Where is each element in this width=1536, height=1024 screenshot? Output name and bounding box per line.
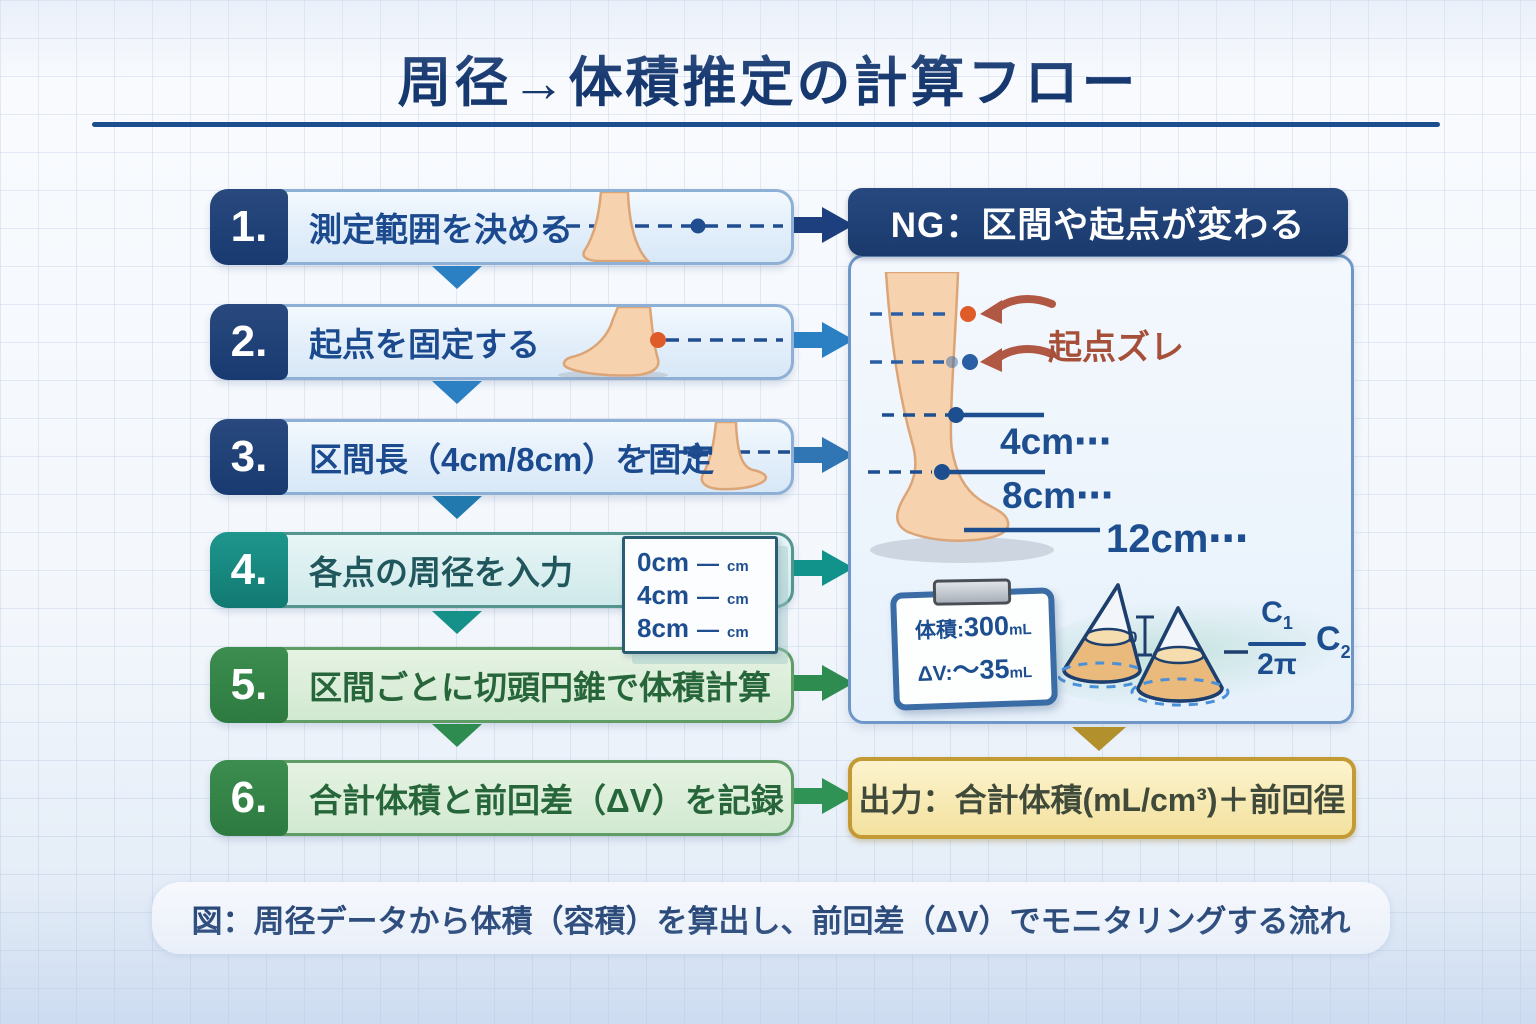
row-position: 4cm bbox=[637, 579, 690, 610]
shift-arrow-1 bbox=[980, 300, 1002, 324]
step-2-number: 2. bbox=[210, 304, 288, 380]
right-arrow-3 bbox=[794, 437, 854, 473]
right-arrow-6 bbox=[794, 778, 854, 814]
step-1-number: 1. bbox=[210, 189, 288, 265]
flow-down-arrow-4 bbox=[432, 611, 482, 634]
step-6-number: 6. bbox=[210, 760, 288, 836]
step-5-label: 区間ごとに切頭円錐で体積計算 bbox=[309, 669, 771, 706]
delta-value: 〜35 bbox=[951, 653, 1010, 686]
volume-label: 体積: bbox=[914, 617, 965, 643]
right-arrow-4 bbox=[794, 550, 854, 586]
volume-value: 300 bbox=[963, 610, 1010, 642]
heel-interval-illustration bbox=[638, 422, 793, 491]
shift-arrow-2 bbox=[980, 348, 1002, 372]
formula-c2: C2 bbox=[1316, 620, 1351, 662]
step-3-label: 区間長（4cm/8cm）を固定 bbox=[309, 441, 715, 478]
circumference-formula: C1 2π C2 bbox=[1248, 596, 1351, 682]
step-3-number: 3. bbox=[210, 419, 288, 495]
formula-denominator: 2π bbox=[1257, 648, 1297, 681]
leg-measurement-illustration bbox=[868, 272, 1100, 563]
shifted-origin-dot bbox=[960, 306, 976, 322]
fraction-bar bbox=[1248, 642, 1306, 646]
correct-origin-dot bbox=[962, 354, 978, 370]
step-1-label: 測定範囲を決める bbox=[309, 211, 573, 248]
step-4-label: 各点の周径を入力 bbox=[309, 554, 573, 591]
step-3: 3. 区間長（4cm/8cm）を固定 bbox=[210, 419, 794, 495]
origin-point-dot bbox=[650, 332, 666, 348]
input-row-8cm: 8cm — cm bbox=[637, 613, 775, 644]
right-arrow-5 bbox=[794, 665, 854, 701]
clipboard-clip bbox=[932, 578, 1012, 606]
input-row-0cm: 0cm — cm bbox=[637, 547, 775, 578]
measurement-12cm: 12cm⋯ bbox=[1106, 517, 1249, 561]
row-position: 0cm bbox=[637, 546, 690, 577]
delta-label: ΔV: bbox=[917, 661, 953, 686]
interval-point-dot bbox=[689, 445, 703, 459]
measure-point-dot bbox=[690, 218, 706, 234]
input-row-4cm: 4cm — cm bbox=[637, 580, 775, 611]
figure-caption: 図：周径データから体積（容積）を算出し、前回差（ΔV）でモニタリングする流れ bbox=[152, 882, 1390, 954]
row-position: 8cm bbox=[637, 612, 690, 643]
row-unit: cm bbox=[727, 590, 749, 608]
flow-down-arrow-5 bbox=[432, 724, 482, 747]
circumference-input-card: 0cm — cm 4cm — cm 8cm — cm bbox=[622, 536, 778, 654]
measurement-4cm: 4cm⋯ bbox=[1000, 421, 1112, 462]
ng-panel-header: NG：区間や起点が変わる bbox=[848, 188, 1348, 256]
row-blank: — bbox=[697, 583, 720, 609]
page-title: 周径→体積推定の計算フロー bbox=[397, 53, 1139, 113]
ankle-range-illustration bbox=[543, 192, 783, 262]
step-4-number: 4. bbox=[210, 532, 288, 608]
formula-numerator: C1 bbox=[1261, 596, 1293, 633]
volume-unit: mL bbox=[1008, 620, 1032, 639]
height-zero-label: 0 bbox=[1128, 628, 1138, 647]
title-divider bbox=[92, 122, 1440, 127]
right-arrow-1 bbox=[794, 207, 854, 243]
right-arrow-2 bbox=[794, 322, 854, 358]
step-6-label: 合計体積と前回差（ΔV）を記録 bbox=[309, 782, 784, 819]
delta-unit: mL bbox=[1009, 663, 1033, 682]
step-1: 1. 測定範囲を決める bbox=[210, 189, 794, 265]
row-blank: — bbox=[697, 550, 720, 576]
clipboard-volume-line: 体積: 300 mL bbox=[914, 609, 1032, 644]
row-blank: — bbox=[697, 616, 720, 642]
foot-origin-illustration bbox=[558, 307, 783, 380]
step-6: 6. 合計体積と前回差（ΔV）を記録 bbox=[210, 760, 794, 836]
measurement-8cm: 8cm⋯ bbox=[1002, 475, 1114, 516]
step-5: 5. 区間ごとに切頭円錐で体積計算 bbox=[210, 647, 794, 723]
flow-down-arrow-2 bbox=[432, 381, 482, 404]
step-2: 2. 起点を固定する bbox=[210, 304, 794, 380]
row-unit: cm bbox=[727, 557, 749, 575]
formula-fraction: C1 2π bbox=[1248, 596, 1306, 682]
clipboard-delta-line: ΔV: 〜35 mL bbox=[917, 646, 1033, 689]
output-down-arrow bbox=[1072, 727, 1126, 751]
result-clipboard: 体積: 300 mL ΔV: 〜35 mL bbox=[889, 578, 1059, 711]
step-5-number: 5. bbox=[210, 647, 288, 723]
flow-down-arrow-3 bbox=[432, 496, 482, 519]
row-unit: cm bbox=[727, 623, 749, 641]
step-2-label: 起点を固定する bbox=[309, 326, 540, 363]
origin-shift-label: 起点ズレ bbox=[1048, 329, 1184, 367]
truncated-cone-illustration bbox=[1058, 583, 1248, 707]
flow-down-arrow-1 bbox=[432, 266, 482, 289]
output-box: 出力：合計体積(mL/cm³)＋前回徎 bbox=[848, 757, 1356, 839]
